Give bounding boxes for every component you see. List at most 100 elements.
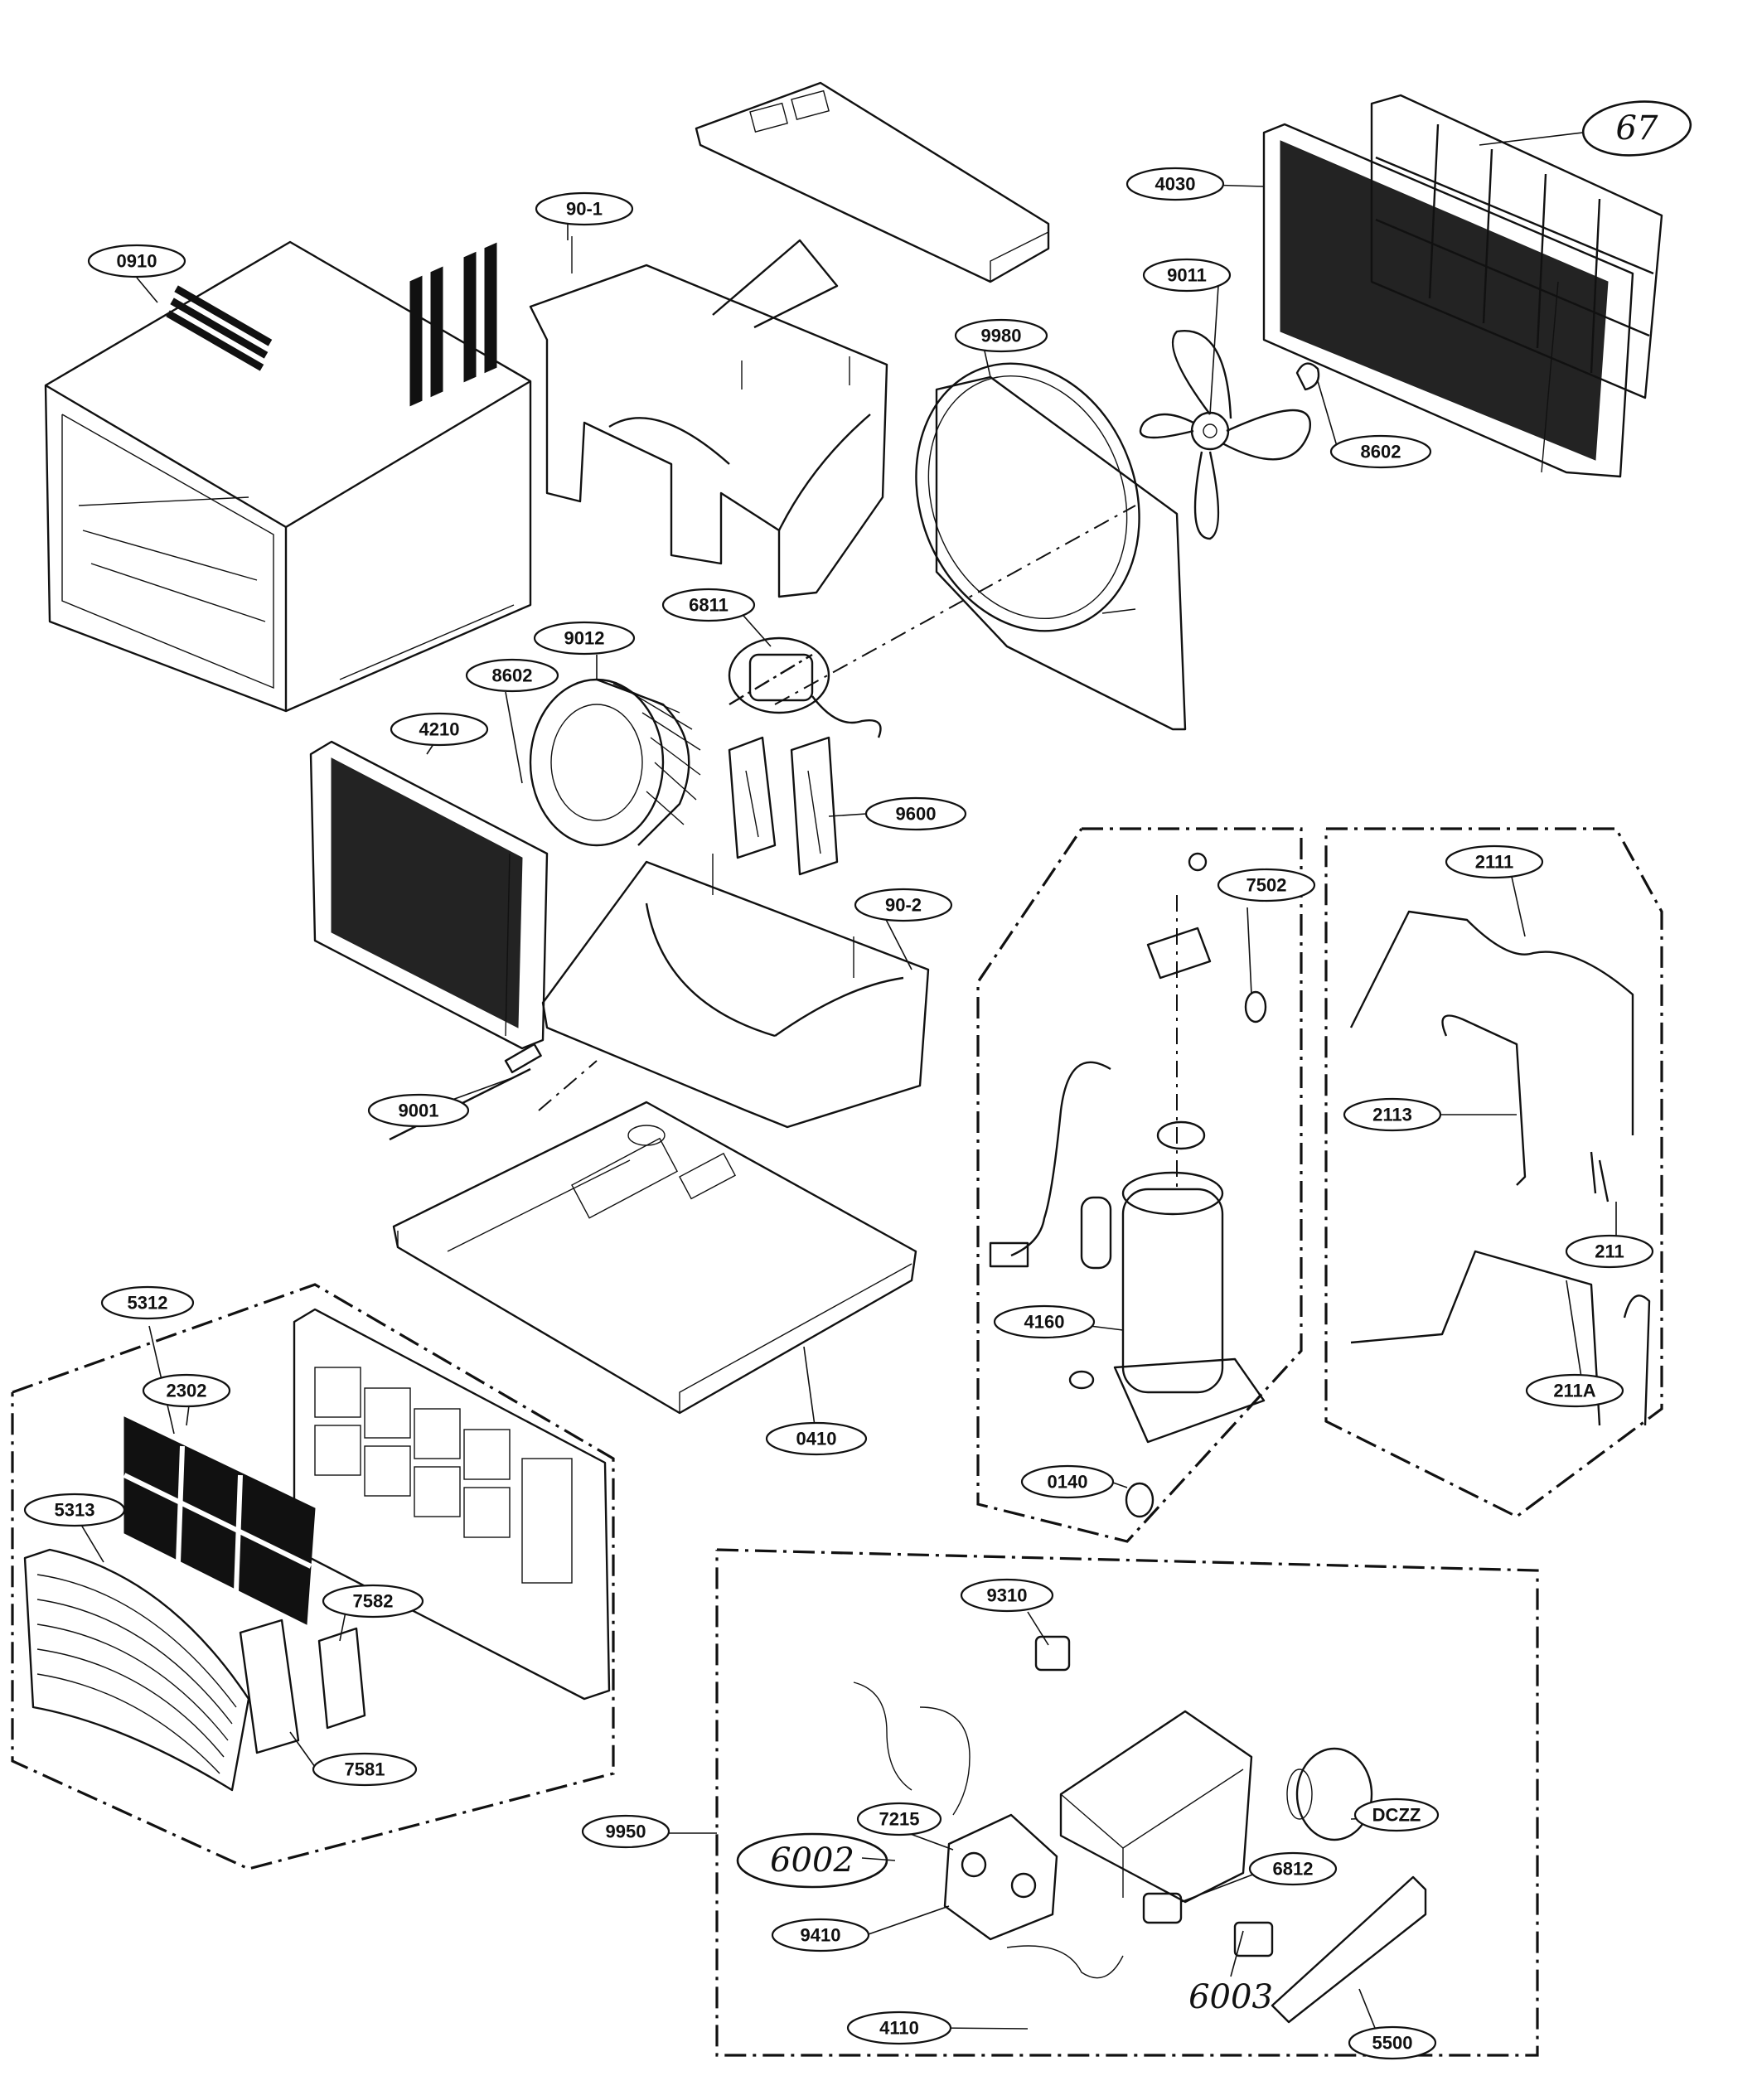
svg-text:5312: 5312 (128, 1293, 168, 1314)
control-cover-part (1271, 1875, 1427, 2024)
svg-text:6002: 6002 (770, 1841, 854, 1880)
condenser-shroud-part (915, 362, 1187, 731)
callout: 5313 (23, 1493, 126, 1527)
condenser-fan-part (1139, 330, 1312, 540)
blower-scroll-part (541, 854, 930, 1129)
svg-text:67: 67 (1616, 109, 1658, 148)
control-box-group-box (715, 1548, 1539, 2057)
callout: 9011 (1142, 258, 1232, 293)
svg-text:9980: 9980 (981, 326, 1022, 346)
callout: 9001 (367, 1093, 470, 1128)
svg-text:9001: 9001 (399, 1101, 439, 1121)
relay-part (1034, 1635, 1071, 1672)
condenser-coil-part (1262, 123, 1634, 478)
callout: DCZZ (1353, 1798, 1440, 1832)
svg-text:7581: 7581 (345, 1759, 385, 1780)
svg-text:4160: 4160 (1024, 1312, 1065, 1333)
terminal-part (1233, 1921, 1274, 1957)
control-panel-part (943, 1813, 1058, 1941)
condenser-guard-part (1370, 94, 1663, 399)
svg-text:9600: 9600 (896, 804, 937, 825)
capacitor-part (1286, 1747, 1373, 1841)
drain-axis-line (538, 1060, 598, 1111)
front-grille-part (23, 1548, 250, 1792)
switch-part (1142, 1892, 1183, 1924)
handwritten-callout: 6002 (736, 1832, 888, 1889)
svg-text:4030: 4030 (1155, 174, 1196, 195)
clip-part-upper (1295, 362, 1320, 391)
callout: 7215 (856, 1802, 942, 1836)
svg-text:0910: 0910 (117, 251, 157, 272)
svg-text:8602: 8602 (1361, 442, 1401, 462)
control-box-part (1059, 1710, 1253, 1904)
svg-text:6003: 6003 (1188, 1978, 1273, 2016)
callout: 90-2 (854, 888, 953, 922)
refrigerant-tubing-group-box (1324, 827, 1663, 1518)
motor-bracket-part (728, 736, 839, 876)
callout: 2113 (1343, 1097, 1442, 1132)
callout: 9600 (864, 796, 967, 831)
front-panel-part (293, 1308, 611, 1701)
callout: 5312 (100, 1285, 195, 1320)
svg-text:9310: 9310 (987, 1585, 1028, 1606)
fan-axis-line (774, 505, 1136, 705)
svg-text:4210: 4210 (419, 719, 460, 740)
air-filter-part (123, 1416, 316, 1625)
callout: 9012 (533, 621, 636, 656)
svg-text:211: 211 (1595, 1241, 1624, 1262)
callout: 2111 (1445, 844, 1544, 879)
callout: 2302 (142, 1373, 231, 1408)
callout: 7502 (1217, 868, 1316, 902)
svg-text:0140: 0140 (1048, 1472, 1088, 1493)
svg-text:7502: 7502 (1246, 875, 1287, 896)
compressor-group-box (976, 827, 1303, 1543)
svg-text:0410: 0410 (796, 1429, 837, 1449)
svg-text:90-1: 90-1 (566, 199, 603, 220)
svg-text:7582: 7582 (353, 1591, 394, 1612)
callout: 9310 (960, 1578, 1054, 1613)
svg-text:2111: 2111 (1475, 852, 1514, 873)
handwritten-note: 6003 (1188, 1978, 1273, 2016)
callout: 4110 (846, 2010, 952, 2045)
svg-text:211A: 211A (1553, 1381, 1595, 1401)
blower-wheel-part (529, 678, 701, 847)
svg-text:9950: 9950 (606, 1822, 646, 1842)
callout: 6812 (1248, 1851, 1338, 1886)
svg-text:9011: 9011 (1167, 265, 1207, 286)
svg-text:2302: 2302 (167, 1381, 207, 1401)
svg-text:9410: 9410 (801, 1925, 841, 1946)
callout: 7581 (312, 1752, 418, 1787)
front-grille-group-box (11, 1283, 615, 1870)
louver-parts (239, 1619, 366, 1754)
svg-text:5313: 5313 (55, 1500, 95, 1521)
svg-text:7215: 7215 (879, 1809, 920, 1830)
callout: 211 (1565, 1234, 1654, 1269)
svg-text:4110: 4110 (879, 2018, 919, 2039)
fan-motor-part (728, 636, 882, 738)
svg-text:90-2: 90-2 (885, 895, 922, 916)
callout: 0140 (1020, 1464, 1115, 1499)
wire-harness-part (853, 1681, 1124, 1979)
top-cover-panel (695, 81, 1050, 283)
handwritten-callout: 67 (1581, 100, 1692, 157)
callout: 4160 (993, 1304, 1096, 1339)
svg-text:9012: 9012 (564, 628, 605, 649)
base-pan-part (392, 1101, 917, 1415)
svg-text:2113: 2113 (1372, 1105, 1412, 1125)
callout: 7582 (322, 1584, 424, 1619)
callout: 6811 (661, 588, 756, 622)
callout: 90-1 (535, 191, 634, 226)
callout: 0410 (765, 1421, 868, 1456)
callout: 4210 (390, 712, 489, 747)
callout: 9410 (771, 1918, 870, 1952)
svg-text:DCZZ: DCZZ (1372, 1805, 1421, 1826)
callout: 9980 (954, 318, 1048, 353)
callout: 8602 (1329, 434, 1432, 469)
leader-line (1479, 132, 1584, 146)
svg-text:8602: 8602 (492, 665, 533, 686)
callout: 211A (1525, 1373, 1624, 1408)
callout: 5500 (1348, 2025, 1437, 2060)
compressor-part (989, 852, 1267, 1518)
callout: 0910 (87, 244, 186, 278)
